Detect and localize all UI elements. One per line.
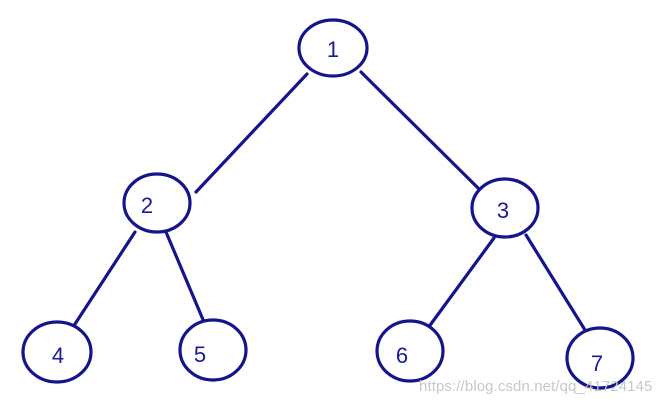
tree-node-4: 4 — [21, 320, 93, 384]
node-circle — [21, 320, 93, 384]
edge-n3-n6 — [426, 236, 496, 330]
tree-node-5: 5 — [178, 318, 248, 382]
tree-node-2: 2 — [122, 172, 192, 234]
edge-n3-n7 — [524, 233, 587, 332]
tree-node-3: 3 — [470, 177, 540, 239]
tree-node-7: 7 — [565, 326, 635, 390]
node-circle — [565, 326, 635, 390]
edge-n2-n4 — [73, 230, 137, 326]
node-circle — [470, 177, 540, 239]
node-circle — [297, 18, 369, 78]
tree-edges — [73, 70, 587, 332]
node-label: 2 — [141, 193, 153, 218]
node-label: 6 — [396, 343, 408, 368]
node-label: 1 — [327, 37, 339, 62]
node-circle — [375, 319, 445, 383]
node-label: 5 — [194, 342, 206, 367]
node-circle — [178, 318, 248, 382]
edge-n1-n3 — [359, 70, 480, 190]
tree-node-6: 6 — [375, 319, 445, 383]
tree-node-1: 1 — [297, 18, 369, 78]
watermark-text: https://blog.csdn.net/qq_41724145 — [419, 378, 653, 395]
edge-n2-n5 — [164, 230, 206, 324]
node-label: 7 — [591, 351, 603, 376]
edge-n1-n2 — [194, 72, 309, 194]
node-circle — [122, 172, 192, 234]
tree-nodes: 1 2 3 4 5 6 7 — [21, 18, 635, 390]
node-label: 3 — [497, 198, 509, 223]
node-label: 4 — [52, 343, 64, 368]
